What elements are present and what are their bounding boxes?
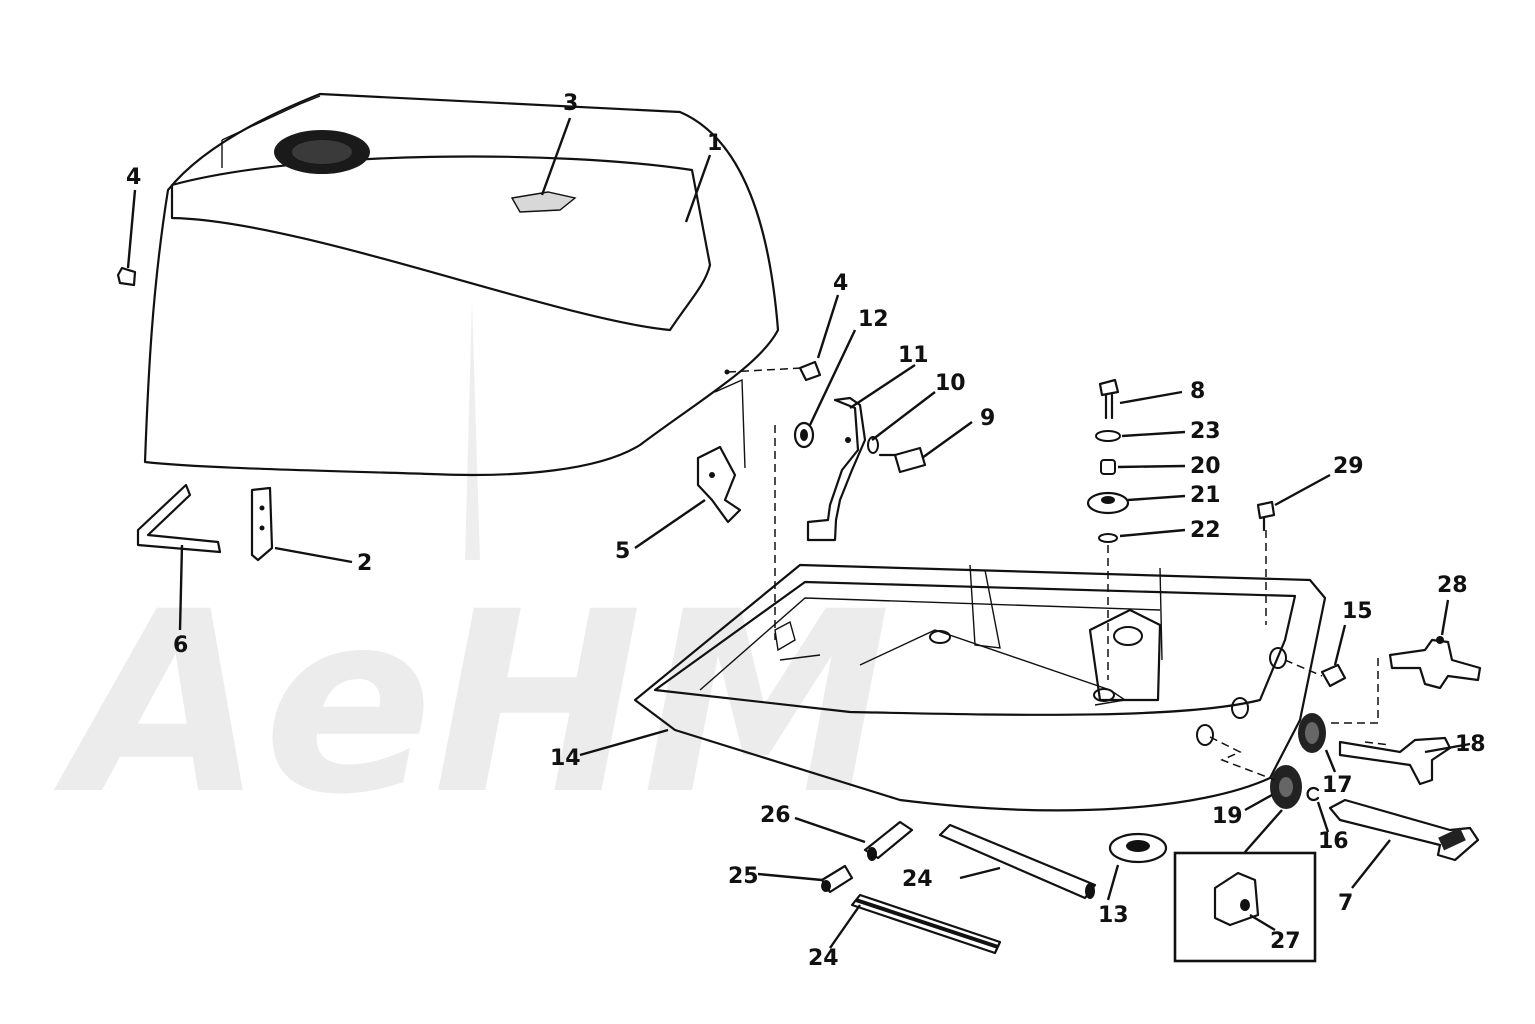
callout-8: 8 <box>1190 379 1205 404</box>
washer-23 <box>1095 430 1121 442</box>
callout-10: 10 <box>935 371 966 396</box>
callout-17: 17 <box>1322 773 1353 798</box>
callout-18: 18 <box>1455 732 1486 757</box>
callout-19: 19 <box>1212 804 1243 829</box>
watermark-text: AeHM <box>53 558 891 849</box>
grommet-17 <box>1298 713 1326 753</box>
callout-29: 29 <box>1333 454 1364 479</box>
callout-4a: 4 <box>126 165 141 190</box>
washer-10 <box>867 436 879 454</box>
callout-13: 13 <box>1098 903 1129 928</box>
screw-29 <box>1256 500 1276 532</box>
watermark-spire <box>465 300 480 560</box>
callout-28: 28 <box>1437 573 1468 598</box>
callout-27: 27 <box>1270 929 1301 954</box>
callout-11: 11 <box>898 343 929 368</box>
bolt-9 <box>878 446 927 474</box>
screw-right <box>724 360 822 382</box>
callout-6: 6 <box>173 633 188 658</box>
grommet-21 <box>1086 491 1130 515</box>
spacer-20 <box>1100 459 1116 475</box>
washer-22 <box>1098 533 1118 543</box>
callout-14: 14 <box>550 746 581 771</box>
callout-25: 25 <box>728 864 759 889</box>
callout-5: 5 <box>615 539 630 564</box>
clip-16 <box>1306 786 1320 802</box>
callout-1: 1 <box>707 131 722 156</box>
seal-strip-24-upper <box>938 823 1097 900</box>
callout-4b: 4 <box>833 271 848 296</box>
callout-9: 9 <box>980 406 995 431</box>
callout-20: 20 <box>1190 454 1221 479</box>
callout-12: 12 <box>858 307 889 332</box>
seal-strip-24-lower <box>850 893 1002 955</box>
callout-23: 23 <box>1190 419 1221 444</box>
grommet-12 <box>793 421 815 449</box>
callout-7: 7 <box>1338 891 1353 916</box>
tube-26 <box>863 820 914 861</box>
latch-lever <box>806 396 867 542</box>
callout-15: 15 <box>1342 599 1373 624</box>
grommet-19 <box>1270 765 1302 809</box>
lower-engine-pan <box>633 563 1327 812</box>
tube-25 <box>820 864 854 894</box>
callout-24b: 24 <box>808 946 839 971</box>
inset-box <box>1173 851 1317 963</box>
grommet-13 <box>1108 832 1168 864</box>
fuel-connector-28 <box>1388 636 1482 690</box>
callout-2: 2 <box>357 551 372 576</box>
bolt-8 <box>1098 378 1120 420</box>
engine-cover-hood <box>143 92 780 477</box>
shift-lever-7 <box>1328 798 1480 862</box>
screw-left <box>116 266 137 287</box>
assembly-guide-lines <box>727 367 1391 781</box>
callout-21: 21 <box>1190 483 1221 508</box>
callout-26: 26 <box>760 803 791 828</box>
latch-plate <box>696 445 742 524</box>
callout-22: 22 <box>1190 518 1221 543</box>
callout-24a: 24 <box>902 867 933 892</box>
sleeve-15 <box>1320 663 1347 688</box>
callout-16: 16 <box>1318 829 1349 854</box>
handle-seal-strip <box>136 483 222 554</box>
choke-knob-18 <box>1338 736 1452 786</box>
bracket-part <box>250 486 274 562</box>
callout-3: 3 <box>563 91 578 116</box>
leader-lines <box>126 117 1471 949</box>
